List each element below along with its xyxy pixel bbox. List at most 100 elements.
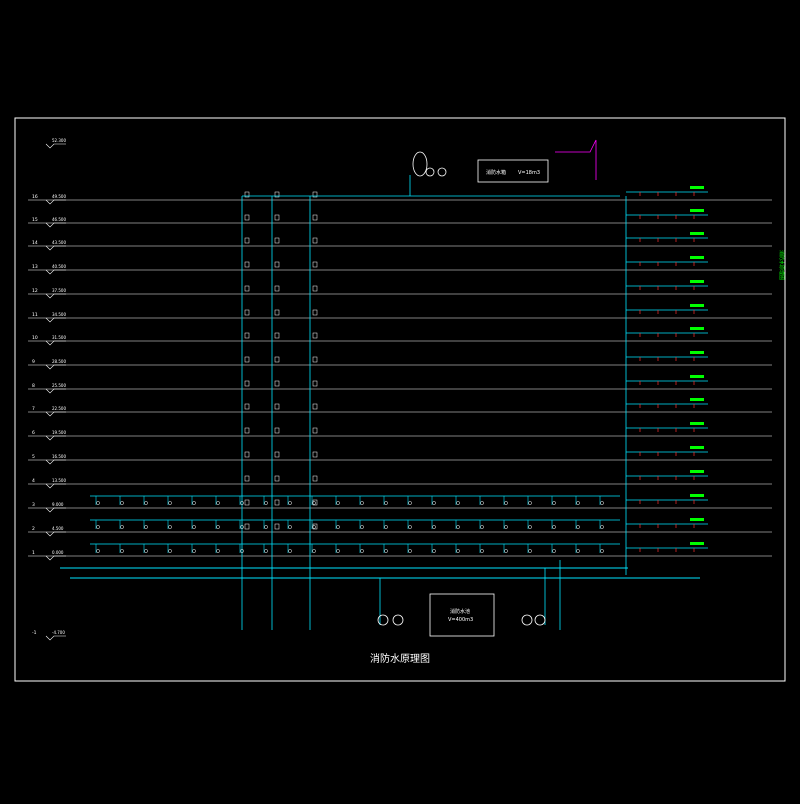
hydrant-icon [192,549,196,553]
floor-number: 9 [32,359,35,365]
floor-number: 8 [32,383,35,389]
hydrant-icon [360,525,364,529]
hydrant-icon [312,214,318,221]
floor-elevation: -4.700 [52,630,65,635]
hydrant-icon [244,523,250,530]
hydrant-icon [384,549,388,553]
hydrant-icon [552,501,556,505]
hydrant-icon [192,525,196,529]
floor-elevation: 52.300 [52,138,66,143]
floor-number: 3 [32,502,35,508]
pipe-size-tag [690,470,704,473]
floor-elevation: 34.500 [52,312,66,317]
hydrant-icon [168,549,172,553]
hydrant-icon [312,427,318,434]
floor-number: -1 [32,630,37,636]
hydrant-icon [144,549,148,553]
hydrant-icon [264,525,268,529]
roof-tank [477,159,549,183]
equipment: 消防水箱 V=18m3 消防水池 V=400m3 [377,151,549,637]
elevation-mark [45,317,66,323]
sprinkler-branches [626,186,708,552]
hydrant-icon [244,451,250,458]
elevation-mark [45,555,66,561]
floor-number: 10 [32,335,38,341]
floor-elevation: 0.000 [52,550,64,555]
floor-elevation: 49.500 [52,194,66,199]
hydrant-icon [432,525,436,529]
hydrant-icon [240,549,244,553]
floor-levels: 52.30049.5001646.5001543.5001440.5001337… [28,138,772,641]
hydrant-icon [168,525,172,529]
hydrant-icon [312,380,318,387]
hydrant-icon [274,523,280,530]
hydrant-icon [274,403,280,410]
hydrant-icon [168,501,172,505]
elevation-mark [45,507,66,513]
pipe-size-tag [690,398,704,401]
floor-elevation: 37.500 [52,288,66,293]
hydrant-icon [336,501,340,505]
elevation-mark [45,483,66,489]
pipe-size-tag [690,209,704,212]
roof-vent-pipe [555,139,597,180]
hydrant-icon [244,309,250,316]
fire-pool-label: 消防水池 [450,608,470,615]
hydrant-icon [216,501,220,505]
hydrant-icon [264,549,268,553]
hydrant-icon [274,191,280,198]
pipe-size-tag [690,446,704,449]
hydrant-icon [480,501,484,505]
hydrant-icon [274,380,280,387]
fire-pump-icon [377,614,389,626]
hydrant-icon [408,501,412,505]
hydrant-icon [312,549,316,553]
hydrant-icon [244,356,250,363]
hydrant-icon [600,501,604,505]
floor-number: 15 [32,217,38,223]
pressure-tank [412,151,428,177]
floor-number: 5 [32,454,35,460]
pipe-size-tag [690,304,704,307]
hydrant-icon [144,501,148,505]
hydrant-icon [244,332,250,339]
hydrant-icon [274,285,280,292]
hydrant-icon [274,475,280,482]
hydrant-icon [120,549,124,553]
hydrant-icon [96,501,100,505]
elevation-mark [45,269,66,275]
roof-tank-size: V=18m3 [518,170,540,176]
elevation-mark [45,222,66,228]
hydrant-icon [336,549,340,553]
floor-elevation: 13.500 [52,478,66,483]
hydrant-icon [274,332,280,339]
pipe-size-tag [690,422,704,425]
elevation-mark [45,293,66,299]
elevation-mark [45,459,66,465]
floor-number: 6 [32,430,35,436]
floor-elevation: 16.500 [52,454,66,459]
pipe-size-tag [690,327,704,330]
hydrant-icon [312,309,318,316]
hydrant-icon [240,525,244,529]
floor-elevation: 46.500 [52,217,66,222]
elevation-mark [45,245,66,251]
hydrant-icon [312,285,318,292]
hydrant-icon [312,332,318,339]
hydrant-icon [504,549,508,553]
pipe-size-tag [690,280,704,283]
elevation-mark [45,340,66,346]
pipe-size-tag [690,256,704,259]
hydrant-icon [288,501,292,505]
hydrant-icon [312,261,318,268]
fire-pool [429,593,495,637]
floor-number: 16 [32,194,38,200]
floor-elevation: 19.500 [52,430,66,435]
hydrant-icon [432,549,436,553]
hydrant-icon [312,451,318,458]
hydrant-icon [288,549,292,553]
hydrant-icon [384,525,388,529]
floor-elevation: 25.500 [52,383,66,388]
floor-number: 12 [32,288,38,294]
